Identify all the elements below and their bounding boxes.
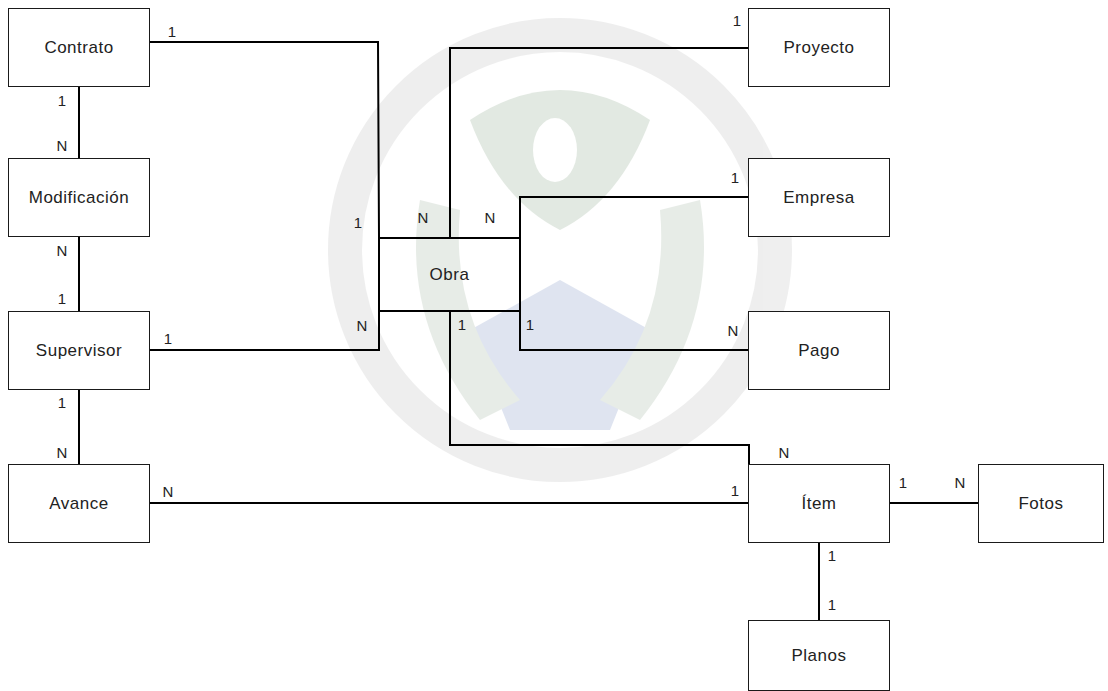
cardinality-label: N: [728, 323, 739, 338]
cardinality-label: 1: [458, 317, 466, 332]
entity-box: Supervisor: [8, 311, 150, 390]
cardinality-label: 1: [164, 331, 172, 346]
cardinality-label: N: [357, 318, 368, 333]
cardinality-label: N: [57, 138, 68, 153]
cardinality-label: 1: [828, 597, 836, 612]
entity-box: Proyecto: [748, 8, 890, 87]
relationship-line: [450, 48, 748, 237]
cardinality-label: N: [418, 210, 429, 225]
entity-name: Proyecto: [783, 38, 854, 58]
entity-box: Contrato: [8, 8, 150, 87]
entity-name: Modificación: [29, 188, 130, 208]
watermark-ring: [345, 35, 775, 465]
relationship-line: [150, 42, 379, 237]
relationship-line: [78, 87, 80, 158]
relationship-line: [520, 312, 748, 350]
cardinality-label: N: [163, 484, 174, 499]
cardinality-label: N: [57, 445, 68, 460]
relationship-line: [78, 390, 80, 464]
watermark-center: [533, 118, 577, 182]
relationship-line: [890, 502, 978, 504]
entity-name: Avance: [49, 494, 108, 514]
watermark-leaf: [600, 200, 704, 420]
entity-name: Ítem: [801, 494, 836, 514]
cardinality-label: 1: [526, 317, 534, 332]
relationship-line: [150, 502, 748, 504]
entity-box: Modificación: [8, 158, 150, 237]
watermark-bow: [470, 90, 650, 230]
relationship-line: [818, 543, 820, 620]
relationship-line: [150, 312, 379, 350]
cardinality-label: 1: [58, 395, 66, 410]
relationship-line: [78, 237, 80, 311]
entity-name: Contrato: [44, 38, 113, 58]
relationship-line: [450, 312, 749, 464]
cardinality-label: 1: [899, 475, 907, 490]
cardinality-label: 1: [168, 24, 176, 39]
entity-name: Empresa: [783, 188, 855, 208]
cardinality-label: 1: [828, 548, 836, 563]
cardinality-label: 1: [354, 215, 362, 230]
cardinality-label: 1: [58, 93, 66, 108]
relationship-line: [520, 197, 748, 237]
cardinality-label: N: [57, 243, 68, 258]
cardinality-label: 1: [733, 13, 741, 28]
entity-box: Obra: [378, 237, 521, 312]
watermark-emblem: [345, 35, 775, 465]
entity-name: Pago: [798, 341, 840, 361]
cardinality-label: N: [955, 475, 966, 490]
entity-box: Fotos: [978, 464, 1104, 543]
entity-box: Ítem: [748, 464, 890, 543]
entity-name: Obra: [430, 265, 470, 285]
cardinality-label: N: [779, 445, 790, 460]
entity-name: Fotos: [1018, 494, 1063, 514]
cardinality-label: 1: [731, 170, 739, 185]
entity-box: Empresa: [748, 158, 890, 237]
entity-box: Avance: [8, 464, 150, 543]
cardinality-label: N: [485, 210, 496, 225]
entity-name: Planos: [792, 646, 847, 666]
entity-name: Supervisor: [36, 341, 122, 361]
entity-box: Pago: [748, 311, 890, 390]
watermark-leaf: [416, 200, 520, 420]
cardinality-label: 1: [731, 483, 739, 498]
entity-box: Planos: [748, 620, 890, 691]
cardinality-label: 1: [58, 291, 66, 306]
